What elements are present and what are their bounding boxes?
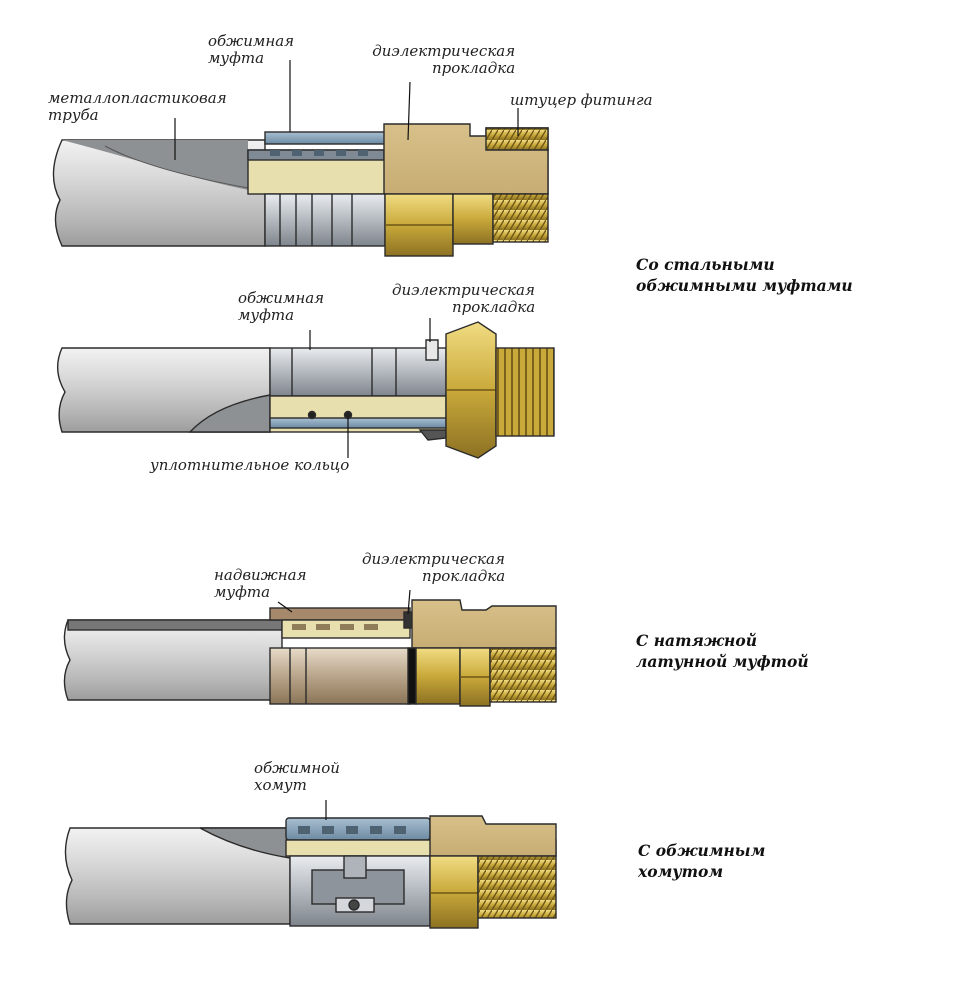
- fig3-pipe: [63, 619, 283, 701]
- fig3-push-sleeve-label-line1: надвижная: [214, 566, 307, 584]
- fig3-dielectric-label-line1: диэлектрическая: [362, 550, 505, 568]
- fig3-push-sleeve: [269, 647, 411, 705]
- fig2-o-ring-label: уплотнительное кольцо: [150, 456, 350, 474]
- fig3-dielectric-gasket: [403, 611, 413, 629]
- fig4-crimp-clamp-label: обжимной хомут: [254, 760, 340, 794]
- fig3-nut: [415, 647, 461, 705]
- caption-clamp-line1: С обжимным: [638, 841, 766, 860]
- fig4-crimp-clamp-label-line2: хомут: [254, 776, 307, 794]
- fig1-pipe-label-line2: труба: [48, 106, 99, 124]
- fig1-steel-sleeve-fitting: [52, 60, 549, 257]
- fig1-dielectric-label-line1: диэлектрическая: [372, 42, 516, 60]
- caption-brass-line2: латунной муфтой: [636, 652, 809, 671]
- fig3-push-sleeve-cut: [269, 607, 411, 621]
- fig2-o-ring-1: [307, 410, 317, 420]
- fig4-crimp-clamp-label-line1: обжимной: [254, 759, 340, 777]
- fig3-dielectric-label-line2: прокладка: [422, 567, 506, 585]
- caption-brass-sleeve: С натяжной латунной муфтой: [636, 630, 809, 672]
- caption-steel-line1: Со стальными: [636, 255, 775, 274]
- fig3-thread: [489, 647, 557, 703]
- fig4-clamp-bolt: [343, 855, 367, 879]
- fig4-pipe: [64, 827, 291, 925]
- fig2-thread: [495, 347, 555, 437]
- fig1-dielectric-label-line2: прокладка: [432, 59, 516, 77]
- fig4-thread: [477, 855, 557, 919]
- fig2-dielectric-label: диэлектрическая прокладка: [392, 282, 535, 316]
- fig1-crimp-sleeve-label-line2: муфта: [208, 49, 265, 67]
- fig4-nut: [429, 855, 479, 929]
- fig2-crimp-sleeve-label-line2: муфта: [238, 306, 295, 324]
- fig1-crimp-sleeve-label: обжимная муфта: [208, 33, 294, 67]
- fig3-push-sleeve-label: надвижная муфта: [214, 567, 307, 601]
- fig4-crimp-clamp-fitting: [64, 800, 557, 929]
- fig3-dielectric-label: диэлектрическая прокладка: [362, 551, 505, 585]
- fig3-push-sleeve-label-line2: муфта: [214, 583, 271, 601]
- caption-steel-sleeves: Со стальными обжимными муфтами: [636, 254, 853, 296]
- fig1-crimp-sleeve-label-line1: обжимная: [208, 32, 295, 50]
- fig2-pipe: [57, 347, 271, 433]
- fig2-o-ring-2: [343, 410, 353, 420]
- caption-clamp-line2: хомутом: [638, 862, 724, 881]
- fig2-steel-sleeve-oring-fitting: [57, 318, 555, 459]
- fig1-thread: [492, 193, 549, 243]
- fig2-dielectric-label-line2: прокладка: [452, 298, 536, 316]
- caption-crimp-clamp: С обжимным хомутом: [638, 840, 765, 882]
- fig1-crimp-sleeve: [264, 193, 386, 247]
- fig1-fitting-nipple-label: штуцер фитинга: [510, 91, 653, 109]
- fig2-dielectric-gasket: [425, 339, 439, 361]
- fig2-crimp-sleeve-label: обжимная муфта: [238, 290, 324, 324]
- caption-brass-line1: С натяжной: [636, 631, 757, 650]
- fig2-crimp-sleeve: [269, 347, 447, 397]
- caption-steel-line2: обжимными муфтами: [636, 276, 853, 295]
- fig3-brass-push-fitting: [63, 589, 557, 707]
- fig1-dielectric-label: диэлектрическая прокладка: [370, 43, 515, 77]
- fig2-crimp-sleeve-label-line1: обжимная: [238, 289, 325, 307]
- fig1-pipe-label: металлопластиковая труба: [48, 90, 227, 124]
- fig1-pipe-label-line1: металлопластиковая: [48, 89, 227, 107]
- fig2-dielectric-label-line1: диэлектрическая: [392, 281, 535, 299]
